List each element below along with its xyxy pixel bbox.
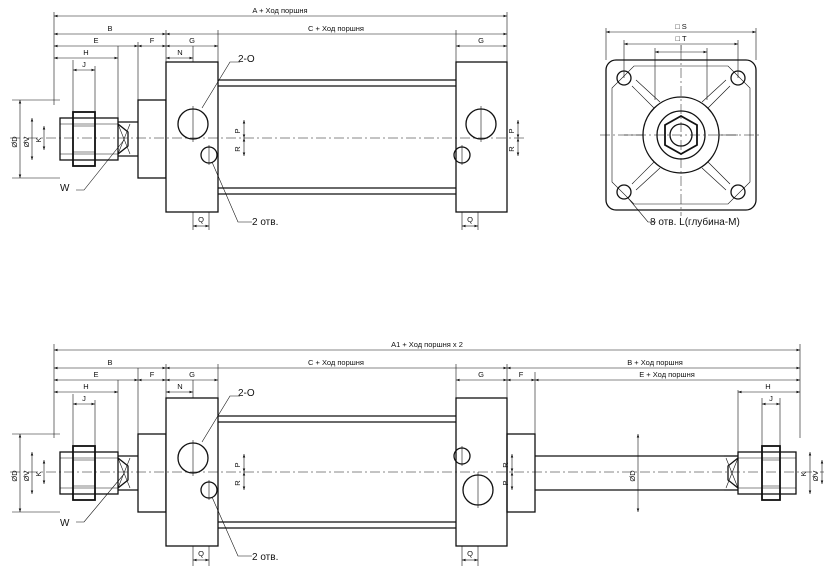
end-labels: □ S □ T I 8 отв. L(глубина-M) [627,22,740,228]
dim-C: C + Ход поршня [308,24,364,33]
callout-port: 2-O [238,54,255,65]
dim-H: H [83,48,88,57]
bottom-dimension-labels: A1 + Ход поршня x 2 B C + Ход поршня B +… [10,340,820,558]
dim-S: □ S [675,22,687,31]
dim-T: □ T [675,34,686,43]
dim-R-left: R [233,146,242,152]
dim-G-right: G [478,36,484,45]
dim-J-right: J [769,394,773,403]
callout-holes: 2 отв. [252,552,278,563]
dim-K-left: K [34,471,43,476]
dim-E: E [93,36,98,45]
dim-G-left: G [189,370,195,379]
dim-V-left: ØV [22,471,31,482]
dim-P-right: P [501,480,510,485]
dim-N: N [177,48,182,57]
dim-D: ØD [10,136,19,148]
dim-P-left: P [233,462,242,467]
dim-E-left: E [93,370,98,379]
dim-R-left: R [233,480,242,486]
dim-K: K [34,137,43,142]
dim-H-left: H [83,382,88,391]
dim-A: A + Ход поршня [252,6,307,15]
bottom-side-view: A1 + Ход поршня x 2 B C + Ход поршня B +… [10,340,824,566]
bottom-extension-lines [12,344,801,513]
dim-B-left: B [107,358,112,367]
dim-R-right: R [507,146,516,152]
dim-F-right: F [519,370,524,379]
top-cylinder-body [10,61,525,213]
top-dimension-lines [18,14,520,230]
dim-G-left: G [189,36,195,45]
dim-D-left: ØD [10,470,19,482]
top-extension-lines [12,12,508,179]
dim-Q-right: Q [467,215,473,224]
dim-C: C + Ход поршня [308,358,364,367]
dim-F-left: F [150,370,155,379]
dim-N: N [177,382,182,391]
end-dimension-lines [605,28,757,100]
end-body [600,50,762,216]
dim-Q-right: Q [467,549,473,558]
top-callouts: 2-O 2 отв. W [60,54,278,228]
callout-holes: 2 отв. [252,217,278,228]
end-view: □ S □ T I 8 отв. L(глубина-M) [600,22,762,228]
dim-B: B [107,24,112,33]
dim-I: I [680,43,682,52]
callout-wrench: W [60,518,70,529]
dim-E-right: E + Ход поршня [639,370,695,379]
dim-A1: A1 + Ход поршня x 2 [391,340,463,349]
dim-Q-left: Q [198,549,204,558]
dim-F: F [150,36,155,45]
dim-P-left: P [233,128,242,133]
dim-J: J [82,60,86,69]
dim-Q-left: Q [198,215,204,224]
dim-V: ØV [22,137,31,148]
dim-B-right: B + Ход поршня [627,358,683,367]
bottom-cylinder-body [10,397,824,547]
top-dimension-labels: A + Ход поршня B C + Ход поршня E F G G … [10,6,516,224]
dim-G-right: G [478,370,484,379]
dim-P-right: P [507,128,516,133]
dim-K-right: K [799,471,808,476]
callout-wrench: W [60,183,70,194]
callout-bolt-holes: 8 отв. L(глубина-M) [650,216,740,228]
dim-J-left: J [82,394,86,403]
dim-D-right: ØD [628,470,637,482]
dim-R-right: R [501,462,510,468]
bottom-callouts: 2-O 2 отв. W [60,388,278,563]
dim-V-right: ØV [811,471,820,482]
callout-port: 2-O [238,388,255,399]
bottom-dimension-lines [18,348,824,566]
dim-H-right: H [765,382,770,391]
top-side-view: A + Ход поршня B C + Ход поршня E F G G … [10,6,525,230]
